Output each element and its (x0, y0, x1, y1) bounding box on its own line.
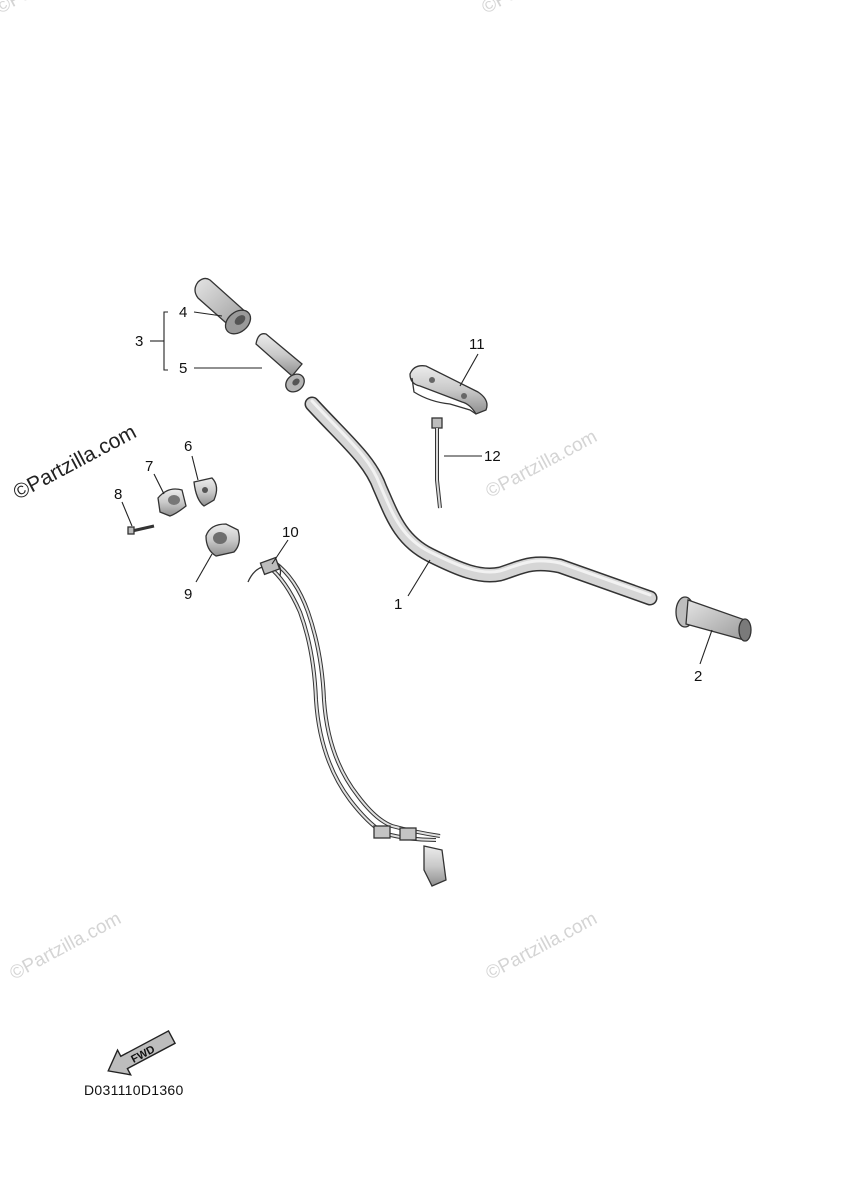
callout-7: 7 (145, 458, 153, 475)
callout-6: 6 (184, 438, 192, 455)
callout-12: 12 (484, 448, 501, 465)
fwd-arrow: FWD (107, 1029, 177, 1076)
throttle-cable (247, 556, 447, 887)
diagram-code: D031110D1360 (84, 1082, 184, 1098)
leader-lines (121, 311, 713, 665)
screw (127, 524, 155, 535)
callout-2: 2 (694, 668, 702, 685)
callout-5: 5 (179, 360, 187, 377)
throttle-housing (157, 488, 187, 517)
fwd-label: FWD (129, 1043, 157, 1065)
switch-housing (205, 523, 240, 557)
watermark-bottom-right: ©Partzilla.com (482, 908, 600, 984)
svg-text:©Partzilla.com: ©Partzilla.com (478, 0, 596, 18)
left-grip (194, 277, 252, 335)
watermark-top-right: ©Partzilla.com (478, 0, 596, 18)
callouts: 1 2 3 4 5 6 7 8 9 10 11 12 (114, 304, 702, 685)
right-grip (675, 596, 752, 642)
handlebar (304, 396, 658, 606)
svg-text:©Partzilla.com: ©Partzilla.com (482, 908, 600, 984)
callout-3: 3 (135, 333, 143, 350)
callout-8: 8 (114, 486, 122, 503)
watermark-top-left: ©Partzilla.com (0, 0, 111, 18)
throttle-grip (255, 333, 305, 393)
handlebar-holder (409, 365, 488, 415)
callout-10: 10 (282, 524, 299, 541)
callout-11: 11 (469, 336, 485, 353)
svg-text:©Partzilla.com: ©Partzilla.com (6, 908, 124, 984)
svg-text:©Partzilla.com: ©Partzilla.com (0, 0, 111, 18)
callout-4: 4 (179, 304, 187, 321)
callout-9: 9 (184, 586, 192, 603)
callout-1: 1 (394, 596, 402, 613)
switch-half-upper (193, 477, 218, 507)
holder-bolt (431, 417, 443, 509)
watermark-bottom-left: ©Partzilla.com (6, 908, 124, 984)
